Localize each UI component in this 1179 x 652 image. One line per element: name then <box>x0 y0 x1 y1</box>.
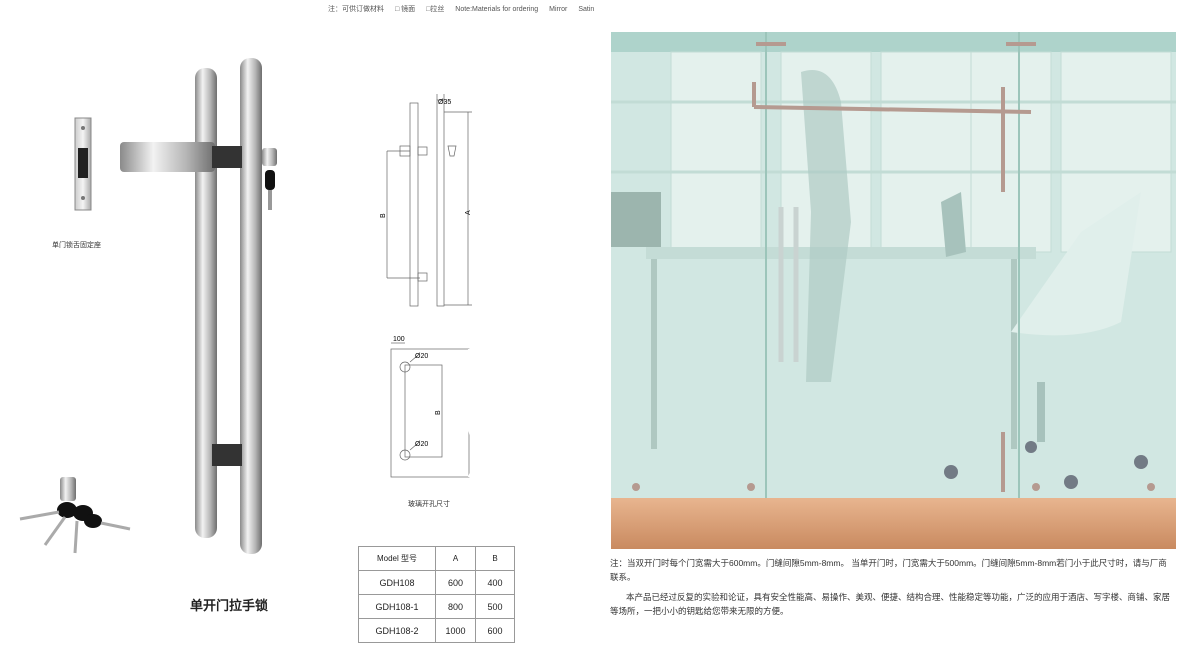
option-satin-cn: □拉丝 <box>426 6 445 13</box>
table-header: Model 型号 A B <box>358 546 515 571</box>
table-row: GDH108-1 800 500 <box>358 594 515 619</box>
dim-b2-label: B <box>435 410 442 415</box>
cell-model: GDH108-1 <box>358 594 436 619</box>
keys-image <box>19 477 131 554</box>
footer-note: 注：当双开门时每个门宽需大于600mm。门缝间隙5mm-8mm。 当单开门时，门… <box>610 558 1167 582</box>
option-mirror-en: Mirror <box>549 6 568 13</box>
strike-plate-image <box>74 117 92 211</box>
option-satin-en: Satin <box>578 6 595 13</box>
header-a: A <box>435 546 476 571</box>
dim-b-label: B <box>380 213 387 218</box>
technical-drawing: Ø35 A B 100 Ø20 Ø20 B <box>380 94 478 478</box>
cell-b: 500 <box>475 594 515 619</box>
option-mirror-cn: □ 镜面 <box>394 6 416 13</box>
cell-b: 600 <box>475 618 515 643</box>
dim-a-label: A <box>465 210 472 215</box>
dia20-top-label: Ø20 <box>415 353 428 360</box>
footer-text: 注：当双开门时每个门宽需大于600mm。门缝间隙5mm-8mm。 当单开门时，门… <box>610 556 1175 618</box>
strike-plate-label: 单门锁舌固定座 <box>52 242 101 249</box>
note-prefix: 注：可供订做材料 <box>328 6 384 13</box>
dia35-label: Ø35 <box>438 99 451 106</box>
cell-a: 800 <box>435 594 476 619</box>
header-b: B <box>475 546 515 571</box>
glass-hole-label: 玻璃开孔尺寸 <box>408 501 450 508</box>
note-english: Note:Materials for ordering <box>455 6 539 13</box>
installation-photo <box>611 32 1176 549</box>
cell-a: 1000 <box>435 618 476 643</box>
materials-note: 注：可供订做材料 □ 镜面 □拉丝 Note:Materials for ord… <box>328 4 603 14</box>
cell-model: GDH108 <box>358 570 436 595</box>
product-title: 单开门拉手锁 <box>190 598 269 613</box>
table-row: GDH108 600 400 <box>358 570 515 595</box>
product-description: 本产品已经过反复的实验和论证，具有安全性能高、易操作、美观、便捷、结构合理、性能… <box>610 592 1171 616</box>
pull-handle-image <box>120 58 277 554</box>
dia20-bottom-label: Ø20 <box>415 441 428 448</box>
cell-model: GDH108-2 <box>358 618 436 643</box>
header-model: Model 型号 <box>358 546 436 571</box>
offset-label: 100 <box>393 336 405 343</box>
spec-table: Model 型号 A B GDH108 600 400 GDH108-1 800… <box>358 546 515 643</box>
cell-b: 400 <box>475 570 515 595</box>
table-row: GDH108-2 1000 600 <box>358 618 515 643</box>
cell-a: 600 <box>435 570 476 595</box>
